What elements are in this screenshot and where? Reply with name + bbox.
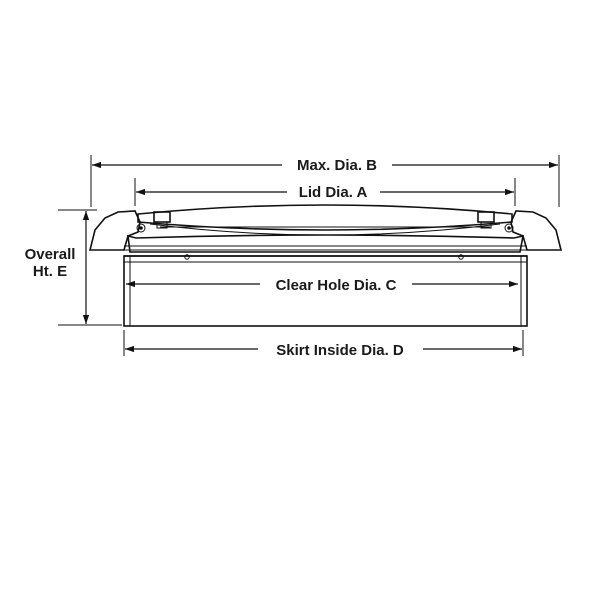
- dimension-overall-height: Overall Ht. E: [14, 209, 122, 326]
- frame-left-casting: [88, 210, 141, 251]
- lid: [137, 204, 513, 236]
- label-overall-height-line1: Overall: [25, 246, 76, 263]
- dimension-lid-dia: Lid Dia. A: [134, 178, 516, 206]
- skirt: [123, 255, 528, 327]
- dimension-max-dia: Max. Dia. B: [90, 155, 560, 207]
- frame-lug-right: [504, 223, 514, 233]
- label-clear-hole-dia: Clear Hole Dia. C: [276, 277, 397, 294]
- label-max-dia: Max. Dia. B: [297, 157, 377, 174]
- dimension-clear-hole-dia: Clear Hole Dia. C: [126, 277, 518, 294]
- frame-right-casting: [510, 210, 563, 251]
- label-lid-dia: Lid Dia. A: [299, 184, 368, 201]
- label-overall-height-line2: Ht. E: [33, 263, 67, 280]
- skirt-rivet-left: [184, 254, 190, 260]
- collar-band: [124, 234, 527, 257]
- lid-seat-right: [477, 211, 495, 229]
- dimension-skirt-inside-dia: Skirt Inside Dia. D: [123, 330, 524, 359]
- lid-seat-left: [153, 211, 171, 229]
- skirt-rivet-right: [458, 254, 464, 260]
- frame-lug-left: [136, 223, 146, 233]
- label-skirt-inside-dia: Skirt Inside Dia. D: [276, 342, 404, 359]
